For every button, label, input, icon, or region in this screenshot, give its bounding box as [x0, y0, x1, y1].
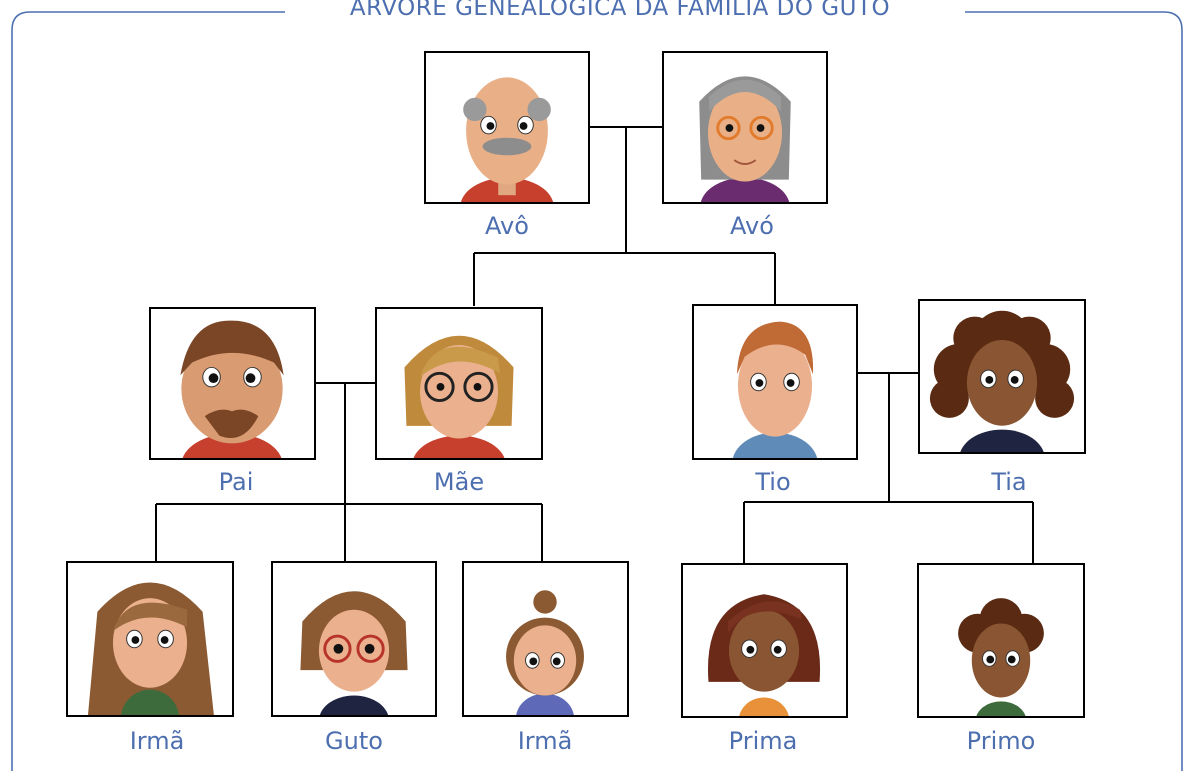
younger-sister-portrait [462, 561, 629, 717]
tree-title: ÁRVORE GENEALÓGICA DA FAMÍLIA DO GUTO [290, 0, 950, 23]
guto-label: Guto [325, 727, 383, 755]
cousin-boy-label: Primo [966, 727, 1036, 755]
mother-label: Mãe [433, 468, 485, 496]
mother-portrait [375, 307, 543, 460]
aunt-label: Tia [991, 468, 1027, 496]
grandmother-portrait [662, 51, 828, 204]
sister-portrait [66, 561, 234, 717]
cousin-girl-label: Prima [728, 727, 798, 755]
aunt-portrait [918, 299, 1086, 454]
grandfather-portrait [424, 51, 590, 204]
grandfather-label: Avô [485, 212, 529, 240]
grandmother-label: Avó [730, 212, 774, 240]
sister-label: Irmã [129, 727, 185, 755]
cousin-girl-portrait [681, 563, 848, 718]
cousin-boy-portrait [917, 563, 1085, 718]
uncle-portrait [692, 304, 858, 460]
guto-portrait [271, 561, 437, 717]
uncle-label: Tio [755, 468, 791, 496]
father-portrait [149, 307, 316, 460]
father-label: Pai [218, 468, 254, 496]
younger-sister-label: Irmã [517, 727, 573, 755]
